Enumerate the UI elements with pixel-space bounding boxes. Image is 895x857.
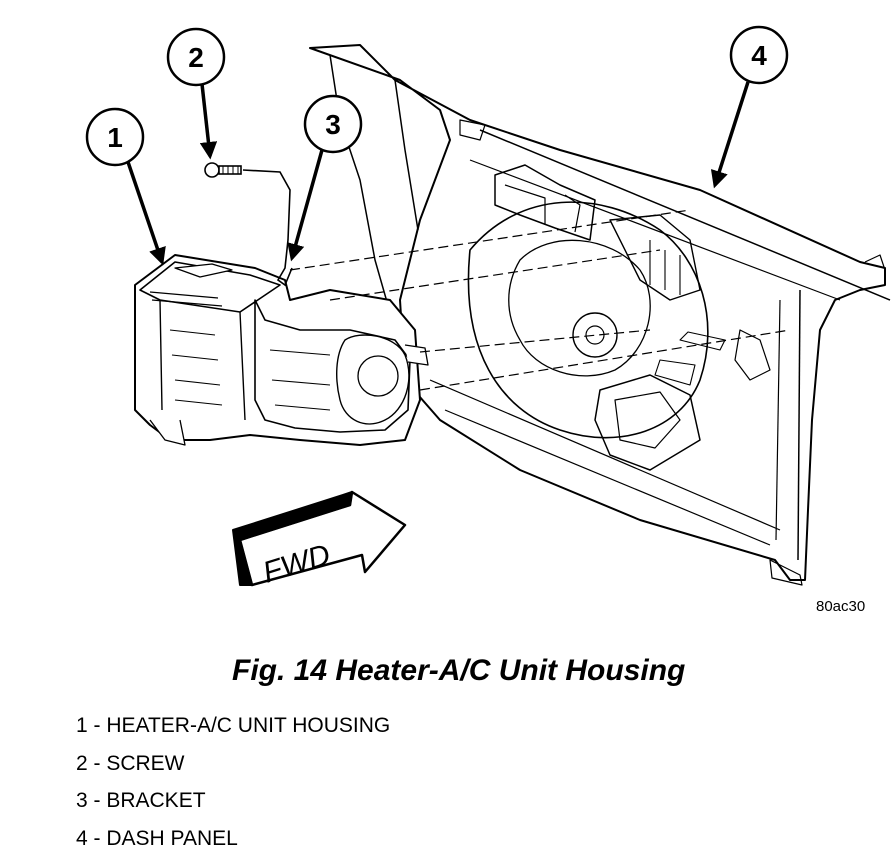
callout-4: 4 [715,27,787,185]
callout-1-number: 1 [107,122,123,153]
callout-2-number: 2 [188,42,204,73]
fwd-direction-arrow: FWD [233,492,405,590]
callout-3: 3 [292,96,361,258]
callout-4-number: 4 [751,40,767,71]
parts-legend: 1 - HEATER-A/C UNIT HOUSING 2 - SCREW 3 … [76,707,390,857]
illustration-reference-code: 80ac30 [816,598,865,615]
heater-ac-unit-housing-drawing [135,255,428,445]
heater-ac-installation-illustration: 1 2 3 4 FWD [0,0,895,640]
legend-item: 4 - DASH PANEL [76,820,390,857]
legend-item: 3 - BRACKET [76,782,390,820]
callout-2: 2 [168,29,224,156]
callout-1: 1 [87,109,162,262]
callout-3-number: 3 [325,109,341,140]
legend-item: 1 - HEATER-A/C UNIT HOUSING [76,707,390,745]
figure-title: Fig. 14 Heater-A/C Unit Housing [232,654,685,688]
screw-drawing [205,163,241,177]
legend-item: 2 - SCREW [76,745,390,783]
